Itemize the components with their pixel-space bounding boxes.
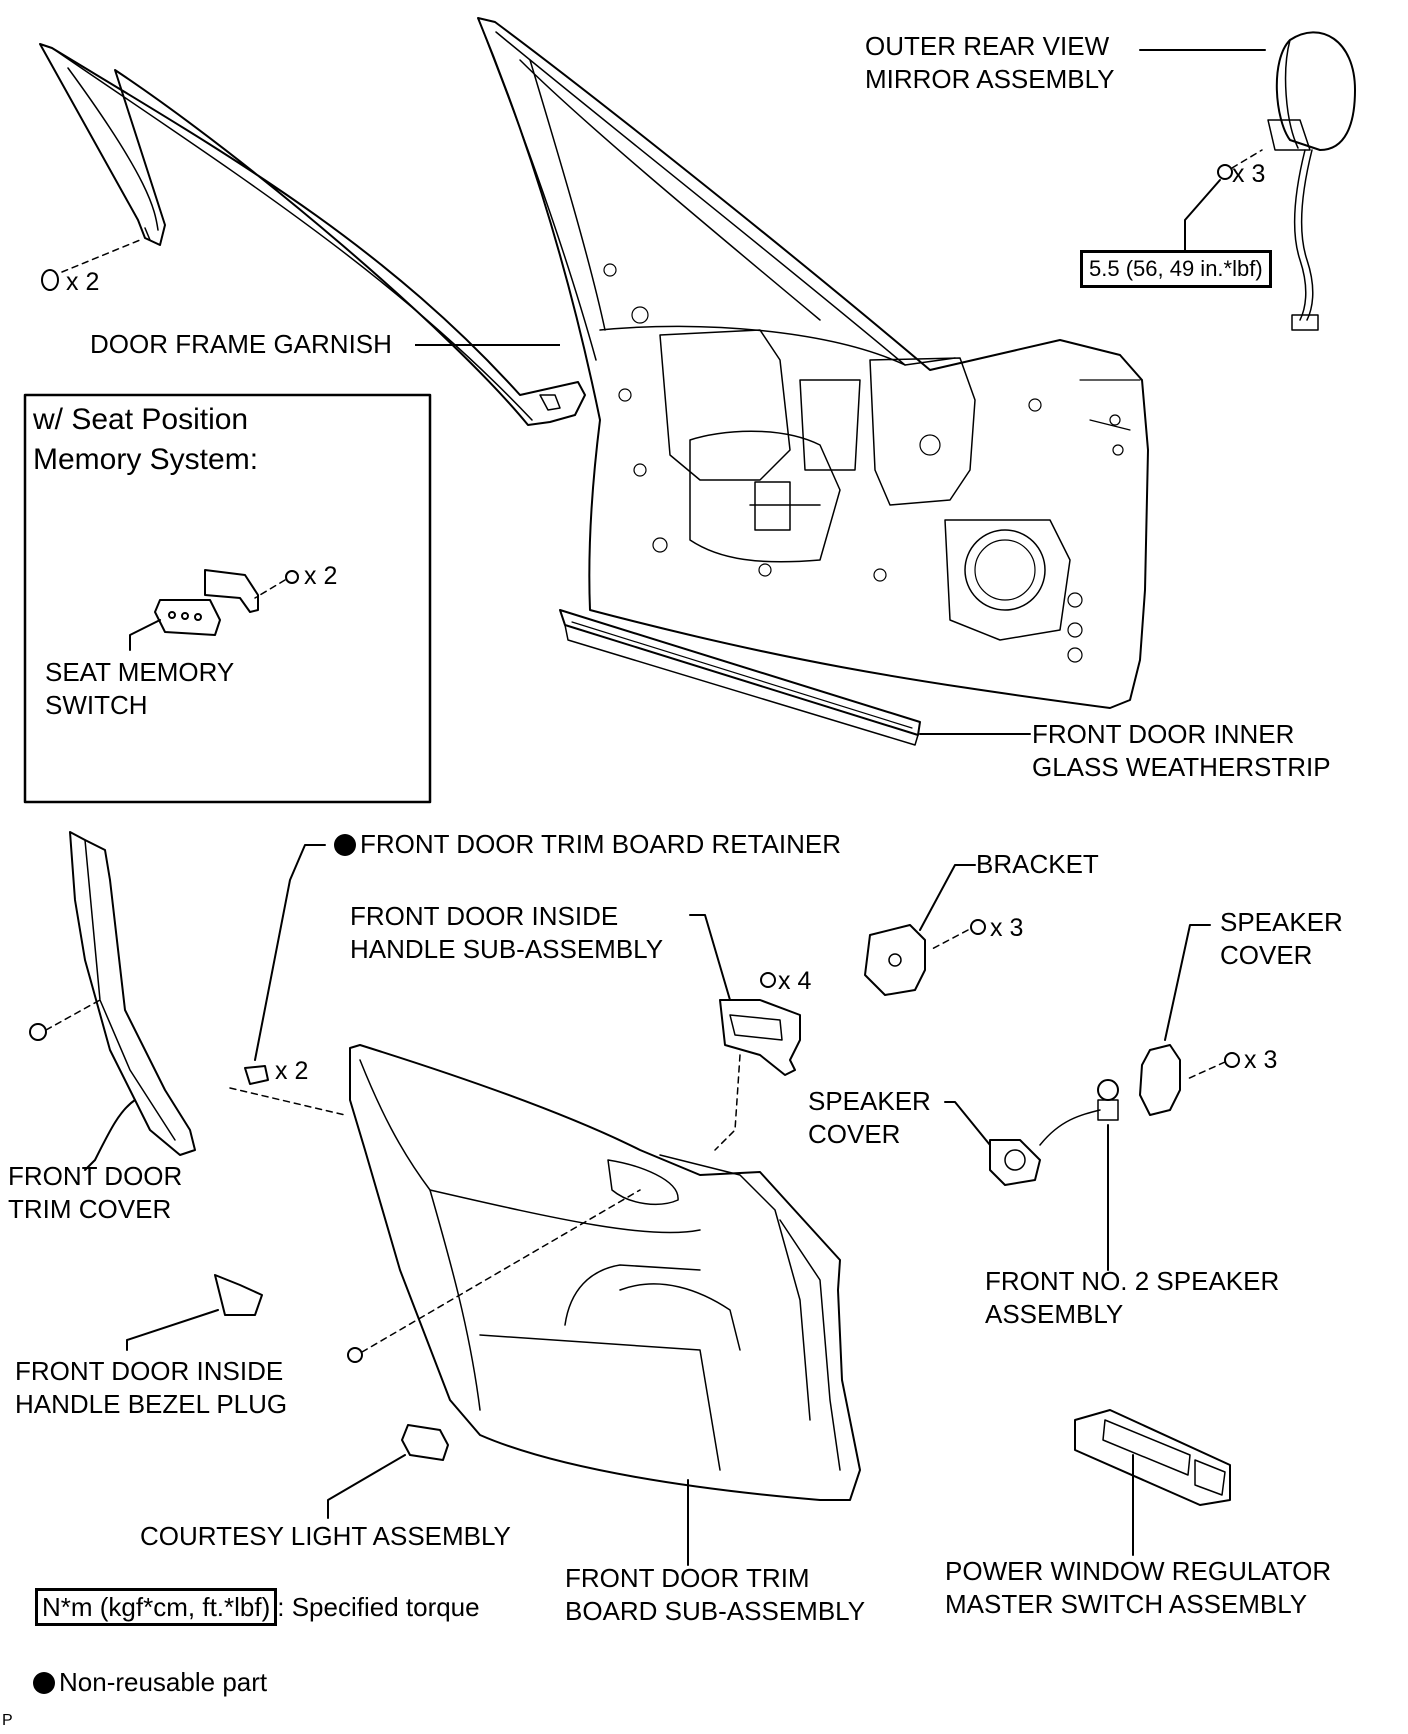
mirror-torque-box: 5.5 (56, 49 in.*lbf)	[1080, 250, 1272, 288]
garnish-qty-label: x 2	[66, 268, 100, 296]
courtesy-light-label: COURTESY LIGHT ASSEMBLY	[140, 1521, 511, 1551]
bracket-leader	[919, 864, 976, 931]
speaker-cover-screw-icon	[1224, 1052, 1240, 1068]
trim-board-leader-dashed	[361, 1189, 641, 1353]
speaker-cover-right-label: SPEAKER COVER	[1220, 907, 1343, 970]
trim-cover-part	[69, 831, 196, 1156]
no2-speaker-part	[1039, 1079, 1119, 1146]
master-switch-part	[1074, 1409, 1231, 1506]
bracket-qty-label: x 3	[990, 914, 1024, 942]
bezel-plug-part	[214, 1274, 263, 1316]
torque-legend-box: N*m (kgf*cm, ft.*lbf)	[35, 1588, 278, 1626]
speaker-cover-left-leader	[944, 1101, 991, 1146]
garnish-label-leader	[415, 344, 560, 346]
no2-speaker-label: FRONT NO. 2 SPEAKER ASSEMBLY	[985, 1266, 1280, 1329]
seat-switch-leader-dashed	[254, 579, 286, 599]
weatherstrip-label: FRONT DOOR INNER GLASS WEATHERSTRIP	[1032, 719, 1331, 782]
mirror-qty-label: x 3	[1232, 160, 1266, 188]
trim-cover-leader-dashed	[45, 999, 101, 1031]
weatherstrip-part	[559, 609, 921, 746]
inside-handle-screw-icon	[760, 972, 776, 988]
inside-handle-part	[719, 999, 801, 1076]
bezel-plug-leader	[126, 1309, 219, 1351]
retainer-clip-icon	[244, 1065, 269, 1085]
door-inner-panel	[477, 17, 1149, 709]
nonreusable-legend: Non-reusable part	[33, 1665, 267, 1699]
seat-switch-screw-icon	[285, 570, 299, 584]
courtesy-light-leader	[327, 1454, 406, 1519]
door-frame-garnish-part	[39, 43, 586, 426]
inside-handle-label: FRONT DOOR INSIDE HANDLE SUB-ASSEMBLY	[350, 901, 664, 964]
trim-board-label: FRONT DOOR TRIM BOARD SUB-ASSEMBLY	[565, 1563, 866, 1626]
bracket-leader-dashed	[929, 929, 969, 951]
seat-memory-inset-frame	[23, 393, 432, 804]
corner-mark: P	[2, 1712, 13, 1729]
master-switch-label: POWER WINDOW REGULATOR MASTER SWITCH ASS…	[945, 1556, 1332, 1619]
courtesy-light-part	[401, 1424, 449, 1461]
inside-handle-leader	[689, 914, 731, 1001]
speaker-cover-right-leader	[1164, 924, 1211, 1041]
retainer-qty-label: x 2	[275, 1057, 309, 1085]
retainer-label: FRONT DOOR TRIM BOARD RETAINER	[334, 827, 841, 861]
retainer-leader	[254, 844, 326, 1061]
trim-cover-clip-icon	[29, 1023, 47, 1041]
door-frame-garnish-label: DOOR FRAME GARNISH	[90, 329, 392, 359]
trim-cover-label: FRONT DOOR TRIM COVER	[8, 1161, 183, 1224]
outer-mirror-label: OUTER REAR VIEW MIRROR ASSEMBLY	[865, 31, 1115, 94]
seat-switch-label-leader	[129, 619, 161, 651]
seat-switch-qty-label: x 2	[304, 562, 338, 590]
bracket-label: BRACKET	[976, 849, 1099, 879]
seat-memory-switch-label: SEAT MEMORY SWITCH	[45, 657, 235, 720]
torque-legend-text: : Specified torque	[277, 1592, 480, 1622]
garnish-leader-dashed	[61, 239, 141, 273]
trim-board-part	[349, 1044, 861, 1501]
torque-legend: N*m (kgf*cm, ft.*lbf): Specified torque	[35, 1588, 480, 1626]
garnish-clip-icon	[41, 269, 59, 291]
speaker-cover-left-label: SPEAKER COVER	[808, 1086, 931, 1149]
inside-handle-leader-dashed	[714, 1054, 741, 1151]
inside-handle-qty-label: x 4	[778, 967, 812, 995]
mirror-nut-icon	[1217, 164, 1233, 180]
trim-cover-label-leader	[84, 1099, 136, 1171]
speaker-cover-right-qty-label: x 3	[1244, 1046, 1278, 1074]
nonreusable-legend-dot-icon	[33, 1672, 55, 1694]
mirror-leader-dashed	[1231, 149, 1263, 169]
bracket-part	[864, 924, 926, 996]
retainer-leader-dashed	[229, 1087, 346, 1116]
bezel-plug-label: FRONT DOOR INSIDE HANDLE BEZEL PLUG	[15, 1356, 288, 1419]
inset-title: w/ Seat Position Memory System:	[33, 403, 259, 476]
bracket-screw-icon	[970, 919, 986, 935]
trim-board-screw-icon	[347, 1347, 363, 1363]
mirror-torque-leader	[1184, 179, 1221, 251]
speaker-cover-right-part	[1139, 1044, 1181, 1116]
speaker-cover-left-part	[989, 1139, 1041, 1186]
speaker-cover-right-leader-dashed	[1184, 1061, 1226, 1081]
nonreusable-legend-text: Non-reusable part	[59, 1667, 268, 1697]
nonreusable-dot-icon	[334, 834, 356, 856]
seat-memory-switch-part	[154, 569, 259, 636]
outer-mirror-part	[1267, 31, 1356, 331]
